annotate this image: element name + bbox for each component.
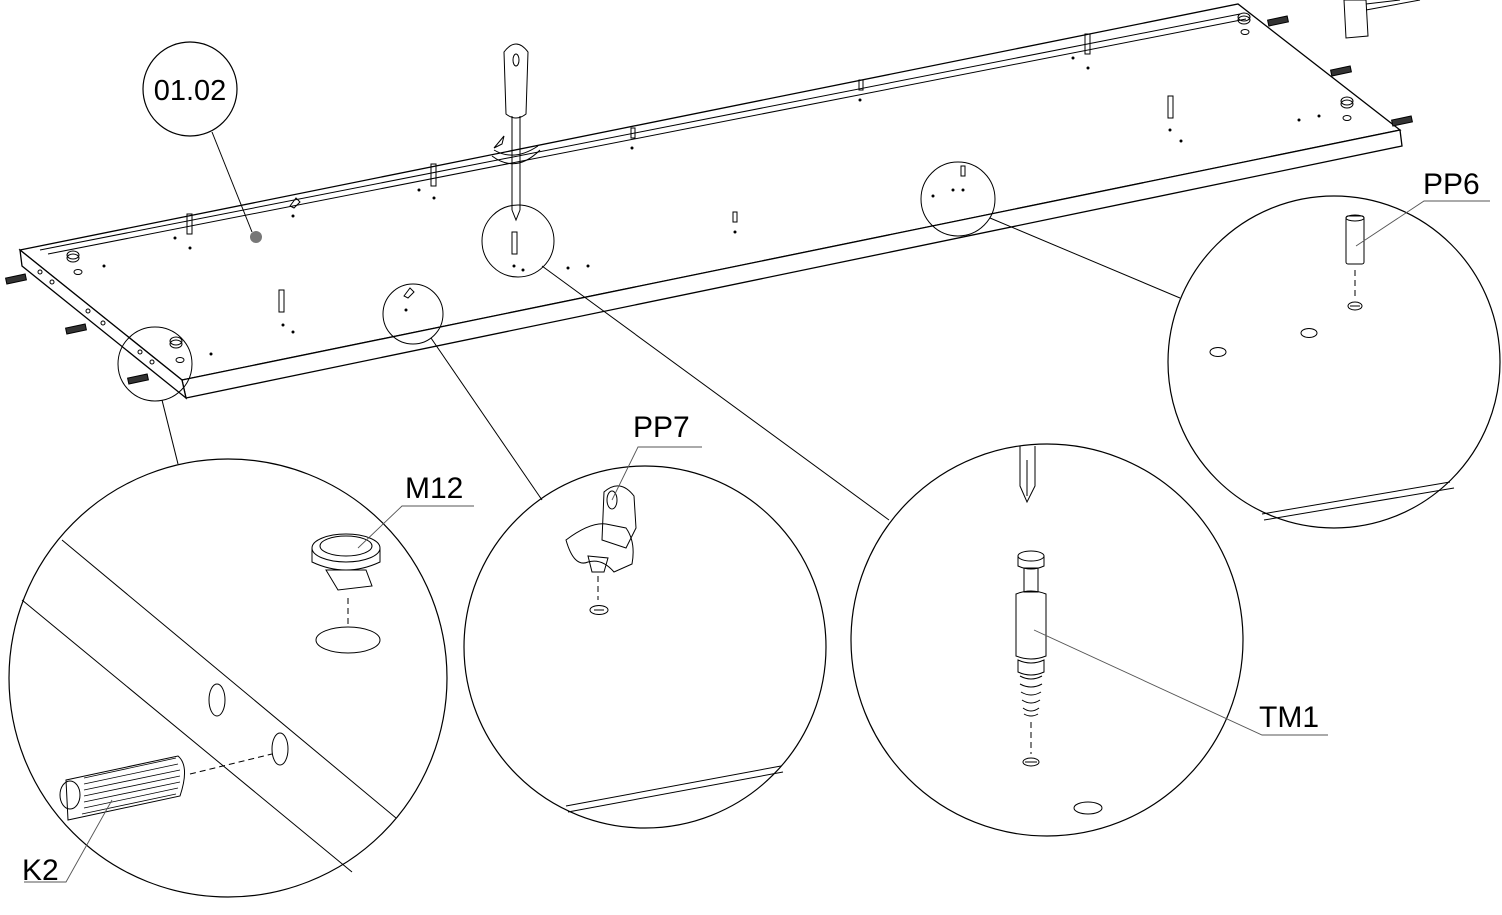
step-marker-dot [250, 231, 262, 243]
label-pp7: PP7 [633, 411, 690, 444]
label-tm1: TM1 [1259, 701, 1319, 734]
step-label: 01.02 [154, 75, 227, 107]
label-m12: M12 [405, 472, 463, 505]
detail-pp6: PP6 [1167, 168, 1501, 529]
panel-bolts-pins [186, 33, 1174, 313]
label-pp6: PP6 [1423, 168, 1480, 201]
panel-dowels [5, 15, 1413, 385]
panel-board [18, 3, 1403, 400]
detail-m12-k2: M12 K2 [8, 458, 474, 898]
label-k2: K2 [22, 854, 59, 887]
step-callout: 01.02 [142, 41, 253, 233]
callout-source-circles [117, 161, 996, 402]
screwdriver-icon [491, 43, 541, 222]
panel-cam-locks [66, 12, 1354, 349]
detail-pp7: PP7 [463, 411, 827, 829]
detail-tm1: TM1 [850, 443, 1328, 837]
callout-connectors [161, 217, 1181, 521]
hammer-icon [1343, 0, 1421, 39]
panel-holes [73, 29, 1352, 363]
